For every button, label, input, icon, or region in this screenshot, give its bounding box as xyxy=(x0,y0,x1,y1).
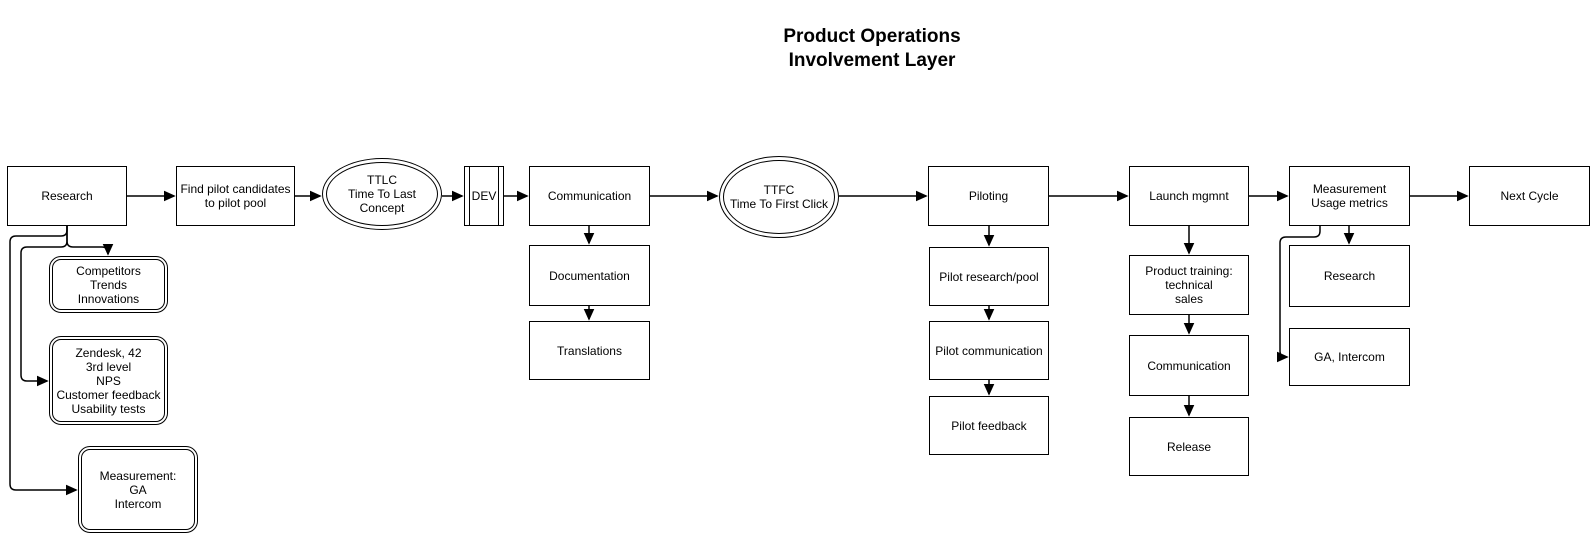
node-launch-communication: Communication xyxy=(1129,335,1249,396)
node-pilot-communication: Pilot communication xyxy=(929,321,1049,380)
node-ttfc: TTFC Time To First Click xyxy=(719,156,839,238)
node-communication: Communication xyxy=(529,166,650,226)
node-translations: Translations xyxy=(529,321,650,380)
edge-research-to-zendesk xyxy=(20,226,68,381)
edge-measurement-to-ga-intercom xyxy=(1280,226,1321,357)
node-product-training: Product training: technical sales xyxy=(1129,255,1249,315)
node-research: Research xyxy=(7,166,127,226)
node-measurement-ga-intercom: Measurement: GA Intercom xyxy=(78,446,198,533)
node-measurement-research: Research xyxy=(1289,245,1410,307)
node-next-cycle: Next Cycle xyxy=(1469,166,1590,226)
edge-research-to-competitors xyxy=(66,226,108,254)
node-pilot-feedback: Pilot feedback xyxy=(929,396,1049,455)
node-competitors-trends-innovations: Competitors Trends Innovations xyxy=(49,256,168,313)
node-zendesk-nps-feedback: Zendesk, 42 3rd level NPS Customer feedb… xyxy=(49,336,168,425)
node-piloting: Piloting xyxy=(928,166,1049,226)
node-measurement-usage-metrics: Measurement Usage metrics xyxy=(1289,166,1410,226)
node-documentation: Documentation xyxy=(529,245,650,306)
node-find-pilot-candidates: Find pilot candidates to pilot pool xyxy=(176,166,295,226)
node-ttlc: TTLC Time To Last Concept xyxy=(322,158,442,230)
node-ga-intercom: GA, Intercom xyxy=(1289,328,1410,386)
node-dev: DEV xyxy=(464,166,504,226)
node-release: Release xyxy=(1129,417,1249,476)
node-launch-mgmnt: Launch mgmnt xyxy=(1129,166,1249,226)
diagram-title: Product Operations Involvement Layer xyxy=(783,26,961,71)
edge-research-to-measurement-ga xyxy=(9,226,76,490)
node-pilot-research-pool: Pilot research/pool xyxy=(929,247,1049,306)
